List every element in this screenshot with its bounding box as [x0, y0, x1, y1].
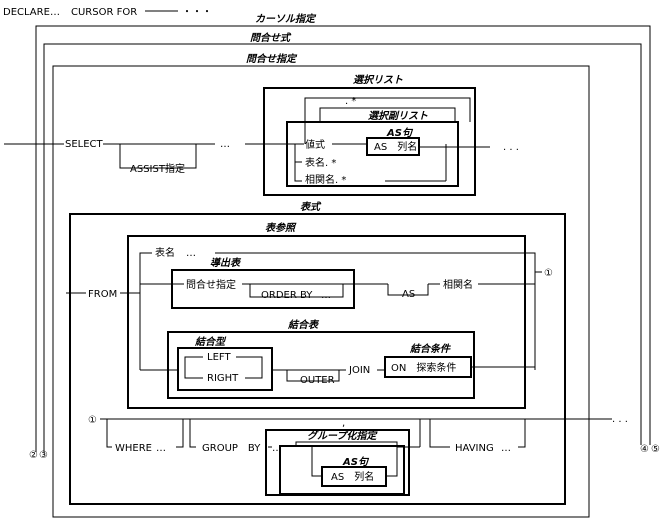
order-by-keyword: ORDER BY — [261, 290, 313, 301]
corr-name: 相関名 — [443, 278, 473, 291]
marker-1-top: ① — [544, 268, 553, 279]
as-clause-title: AS句 — [386, 127, 414, 139]
marker-1-bottom: ① — [88, 415, 97, 426]
where-keyword: WHERE — [115, 443, 152, 454]
joined-table-box — [167, 331, 475, 399]
table-name-path — [215, 252, 536, 370]
as-column-name-2: AS 列名 — [331, 470, 374, 483]
table-name-star: 表名. * — [305, 156, 336, 169]
where-entry — [106, 419, 112, 448]
table-expr-box — [69, 213, 566, 505]
query-spec-sub: 問合せ指定 — [186, 278, 236, 291]
having-keyword: HAVING — [455, 443, 494, 454]
declare-keyword: DECLARE — [3, 7, 50, 18]
ellipsis-order-by: … — [321, 290, 331, 301]
sub-list-box — [286, 121, 459, 187]
on-search-cond: ON 探索条件 — [391, 361, 456, 374]
select-list-title: 選択リスト — [353, 74, 403, 86]
from-keyword: FROM — [88, 289, 117, 300]
join-type-box — [177, 347, 273, 391]
select-keyword: SELECT — [65, 139, 104, 150]
outer-bypass — [286, 370, 340, 382]
marker-2: ② — [29, 450, 38, 461]
table-expr-title: 表式 — [300, 201, 322, 213]
ellipsis-where: … — [156, 443, 166, 454]
join-keyword: JOIN — [348, 365, 370, 376]
ellipsis-group-by: … — [272, 443, 282, 454]
cursor-spec-title: カーソル指定 — [255, 13, 317, 25]
marker-3: ③ — [39, 450, 48, 461]
join-type-title: 結合型 — [194, 336, 227, 348]
assist-bypass — [119, 144, 197, 169]
table-ref-title: 表参照 — [265, 222, 297, 234]
having-exit — [518, 419, 526, 448]
query-spec-frame — [52, 65, 590, 518]
ellipsis-end: . . . — [612, 414, 628, 425]
marker-4: ④ — [640, 444, 649, 455]
query-expr-frame — [43, 43, 642, 452]
as-clause2-title: AS句 — [342, 456, 370, 468]
join-left: LEFT — [207, 352, 231, 363]
as-keyword: AS — [402, 289, 415, 300]
left-entry — [184, 356, 203, 370]
order-by-bypass — [249, 284, 344, 298]
table-ref-left-rail — [139, 252, 152, 370]
as-bypass — [387, 284, 429, 296]
group-entry — [189, 419, 196, 448]
table-ref-box — [127, 235, 526, 409]
having-entry — [429, 419, 450, 448]
as-column-name: AS 列名 — [374, 140, 417, 153]
join-cond-title: 結合条件 — [409, 343, 451, 355]
group-spec-title: グループ化指定 — [307, 430, 378, 442]
as-clause2-entry — [311, 447, 322, 477]
as-clause2-outer — [279, 445, 405, 495]
derived-table-box — [171, 269, 355, 309]
marker-5: ⑤ — [651, 444, 660, 455]
cursor-spec-frame — [35, 25, 651, 452]
where-exit — [176, 419, 184, 448]
left-exit — [236, 356, 263, 370]
star-option: . * — [345, 96, 356, 107]
sub-list-left-rail — [294, 144, 302, 182]
join-right: RIGHT — [207, 373, 239, 384]
group-comma: , — [342, 418, 345, 429]
query-spec-title: 問合せ指定 — [246, 53, 298, 65]
corr-name-star: 相関名. * — [305, 173, 346, 186]
ellipsis-select-list: . . . — [503, 142, 519, 153]
assist-spec: ASSIST指定 — [130, 162, 185, 175]
ellipsis-table-name: … — [186, 248, 196, 259]
joined-table-title: 結合表 — [287, 319, 320, 331]
ellipsis-declare: … — [50, 7, 60, 18]
right-entry — [184, 370, 203, 379]
ellipsis-header: ・・・ — [182, 7, 212, 18]
derived-table-title: 導出表 — [210, 257, 242, 269]
query-expr-title: 問合せ式 — [250, 32, 292, 44]
right-exit — [245, 370, 263, 379]
select-list-box — [263, 87, 476, 196]
value-expr: 値式 — [305, 138, 325, 151]
cursor-for-keyword: CURSOR FOR — [71, 7, 137, 18]
sub-list-title: 選択副リスト — [368, 110, 428, 122]
outer-keyword: OUTER — [300, 375, 335, 386]
group-by-keyword: GROUP BY — [202, 443, 261, 454]
as-clause2-exit — [386, 447, 398, 477]
star-loop — [319, 107, 456, 122]
table-name: 表名 — [155, 246, 175, 259]
ellipsis-having: … — [501, 443, 511, 454]
group-loop — [295, 441, 398, 447]
ellipsis-select: … — [220, 139, 230, 150]
